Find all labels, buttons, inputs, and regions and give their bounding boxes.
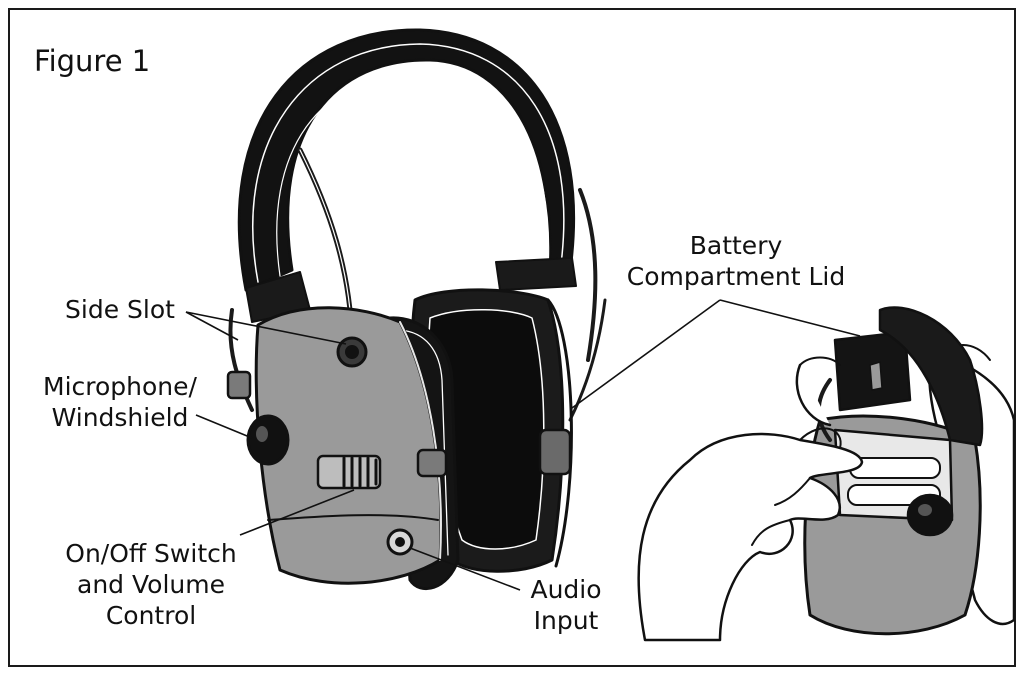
label-on-off-switch: On/Off Switch and Volume Control	[65, 539, 237, 630]
label-audio-input: Audio Input	[530, 575, 602, 635]
figure-title: Figure 1	[34, 44, 151, 78]
label-side-slot: Side Slot	[65, 295, 175, 324]
battery-detail	[637, 306, 1016, 642]
microphone-windshield	[246, 414, 290, 466]
volume-wheel	[316, 454, 382, 490]
leader-lines	[185, 299, 861, 591]
front-hand	[637, 432, 864, 642]
label-battery-lid: Battery Compartment Lid	[626, 231, 846, 291]
headband	[237, 28, 575, 292]
label-microphone-windshield: Microphone/ Windshield	[43, 372, 197, 432]
headset	[226, 28, 607, 591]
